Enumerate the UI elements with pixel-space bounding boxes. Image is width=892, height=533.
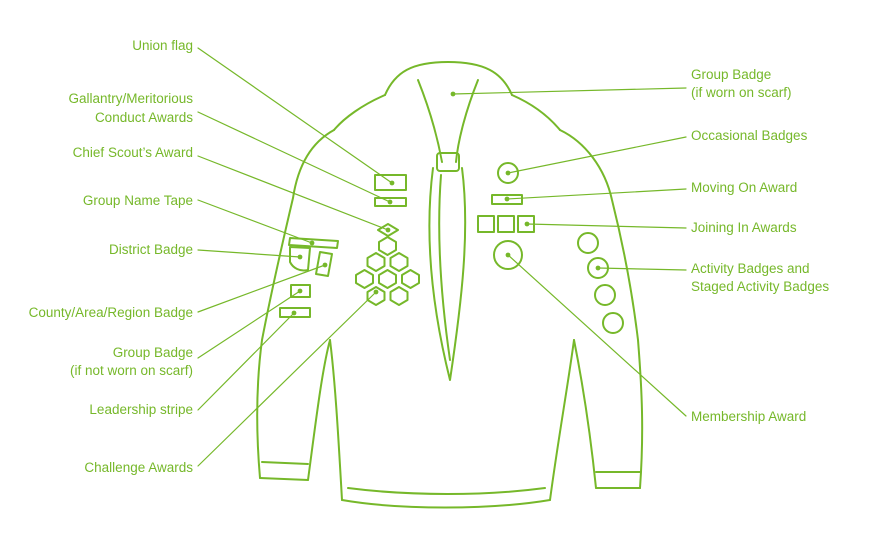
membership-award-badge	[493, 240, 523, 270]
label-activity-badges-line1: Activity Badges and	[691, 261, 810, 276]
occasional-badge	[497, 162, 519, 184]
woggle	[436, 152, 460, 172]
group-badge-sleeve	[290, 284, 311, 298]
label-district-badge: District Badge	[109, 242, 193, 257]
label-challenge-awards: Challenge Awards	[84, 460, 193, 475]
leader-dots	[291, 91, 601, 316]
label-joining-in-awards: Joining In Awards	[691, 220, 797, 235]
label-gallantry-line2: Conduct Awards	[95, 110, 193, 125]
label-chief-scout-award: Chief Scout’s Award	[73, 145, 193, 160]
county-badge	[315, 251, 333, 277]
leadership-stripe	[279, 307, 311, 318]
activity-badges	[577, 232, 624, 334]
label-activity-badges-line2: Staged Activity Badges	[691, 279, 829, 294]
district-badge	[289, 246, 311, 272]
leader-lines	[197, 47, 687, 467]
label-group-badge-scarf-line2: (if worn on scarf)	[691, 85, 792, 100]
challenge-awards-hexagons	[355, 236, 420, 306]
label-group-badge-sleeve-line2: (if not worn on scarf)	[70, 363, 193, 378]
group-name-tape	[288, 237, 339, 249]
label-group-name-tape: Group Name Tape	[83, 193, 193, 208]
label-gallantry-line1: Gallantry/Meritorious	[68, 91, 193, 106]
moving-on-award-badge	[491, 194, 523, 205]
label-moving-on-award: Moving On Award	[691, 180, 797, 195]
gallantry-award-badge	[374, 197, 407, 207]
label-group-badge-sleeve-line1: Group Badge	[113, 345, 193, 360]
label-group-badge-scarf-line1: Group Badge	[691, 67, 771, 82]
label-union-flag: Union flag	[132, 38, 193, 53]
label-membership-award: Membership Award	[691, 409, 806, 424]
label-leadership-stripe: Leadership stripe	[89, 402, 193, 417]
scarf	[417, 79, 479, 381]
union-flag-badge	[374, 174, 407, 191]
label-occasional-badges: Occasional Badges	[691, 128, 808, 143]
label-county-badge: County/Area/Region Badge	[29, 305, 193, 320]
